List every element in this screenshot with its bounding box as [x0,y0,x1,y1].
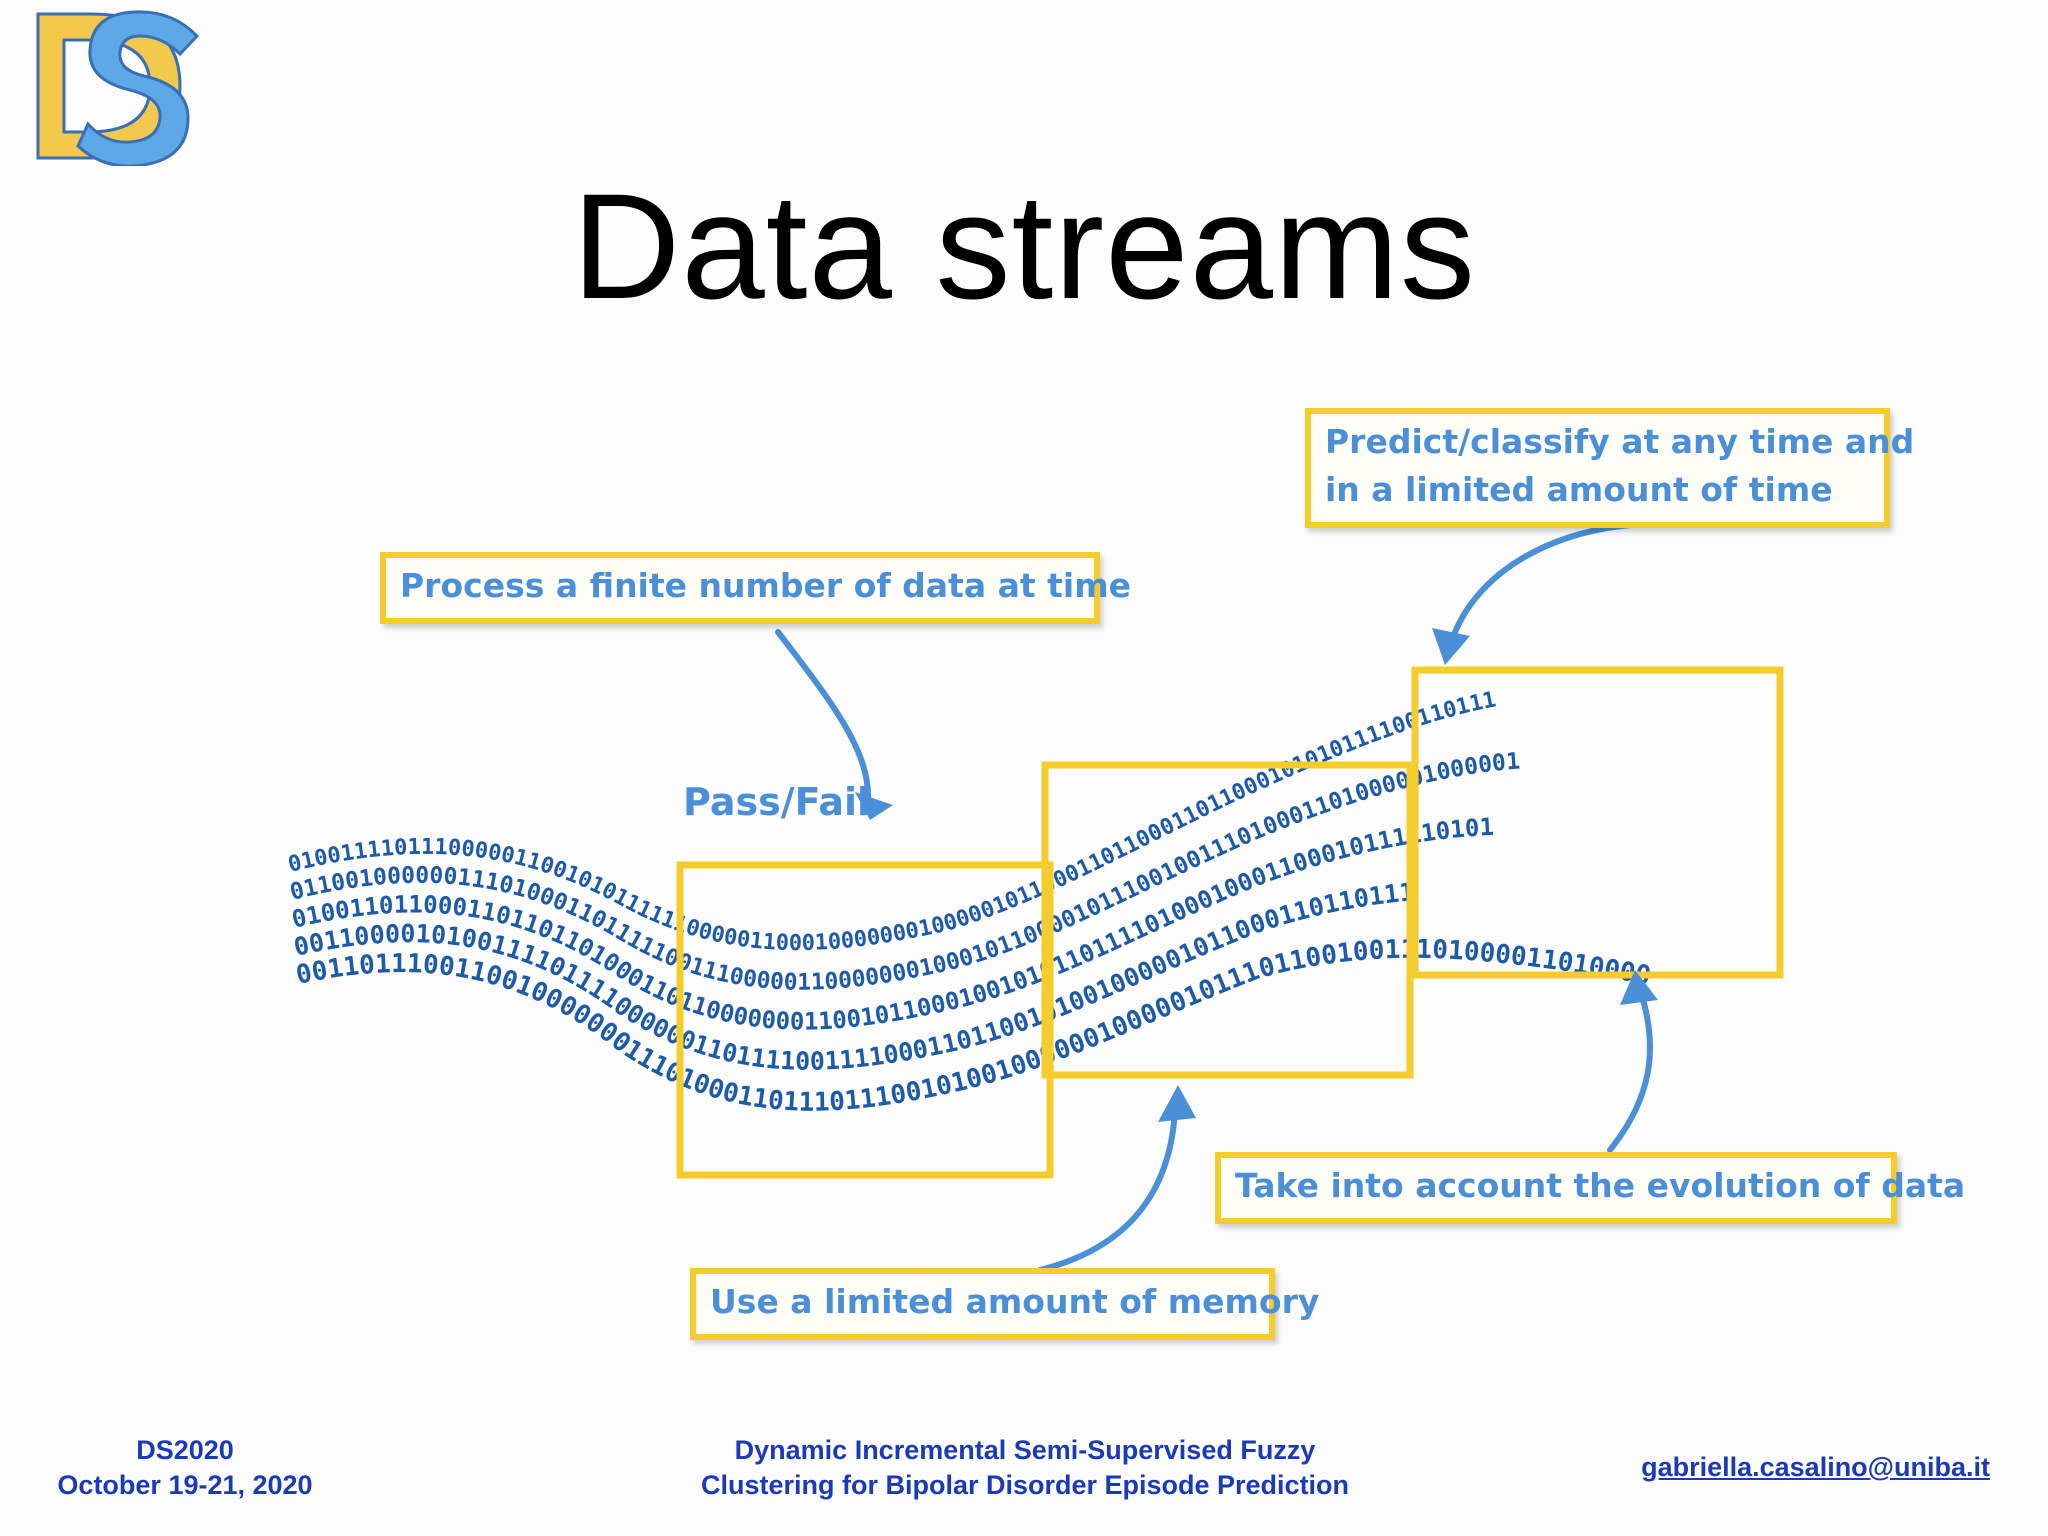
arrow-predict [1449,520,1693,643]
ds-logo [36,10,200,166]
callout-process-text: Process a finite number of data at time [400,566,1131,605]
arrow-heads [855,628,1658,1122]
arrowhead-icon [1432,628,1470,665]
callout-memory: Use a limited amount of memory [690,1268,1320,1340]
arrows [775,520,1693,1273]
callout-predict: Predict/classify at any time and in a li… [1305,408,1915,528]
callout-memory-text: Use a limited amount of memory [710,1282,1320,1321]
pass-fail-label: Pass/Fail [683,780,871,824]
arrow-process [775,629,872,803]
conference-name: DS2020 [136,1435,234,1465]
footer-conference: DS2020 October 19-21, 2020 [30,1433,340,1503]
paper-title-line1: Dynamic Incremental Semi-Supervised Fuzz… [734,1435,1316,1465]
callout-predict-line2: in a limited amount of time [1325,470,1833,509]
arrowhead-icon [1620,970,1658,1005]
binary-stream: 0100111101110000011001010111111000001100… [286,687,1653,1117]
callout-evolution-text: Take into account the evolution of data [1235,1166,1966,1205]
footer-contact: gabriella.casalino@uniba.it [1580,1450,1990,1485]
email-link[interactable]: gabriella.casalino@uniba.it [1641,1452,1990,1482]
window-frames [676,666,1784,1179]
slide-title: Data streams [572,162,1476,330]
callout-evolution: Take into account the evolution of data [1215,1152,1966,1224]
window-frame-2 [1041,761,1414,1079]
arrow-evolution [1607,987,1653,1153]
arrow-memory [1037,1107,1178,1273]
callout-process: Process a finite number of data at time [380,552,1131,624]
window-frame-3 [1411,666,1784,979]
callout-predict-line1: Predict/classify at any time and [1325,422,1915,461]
arrowhead-icon [855,792,893,820]
window-frame-1 [676,861,1054,1179]
arrowhead-icon [1158,1085,1196,1122]
paper-title-line2: Clustering for Bipolar Disorder Episode … [700,1470,1350,1500]
conference-dates: October 19-21, 2020 [57,1470,313,1500]
footer-paper-title: Dynamic Incremental Semi-Supervised Fuzz… [640,1433,1410,1503]
